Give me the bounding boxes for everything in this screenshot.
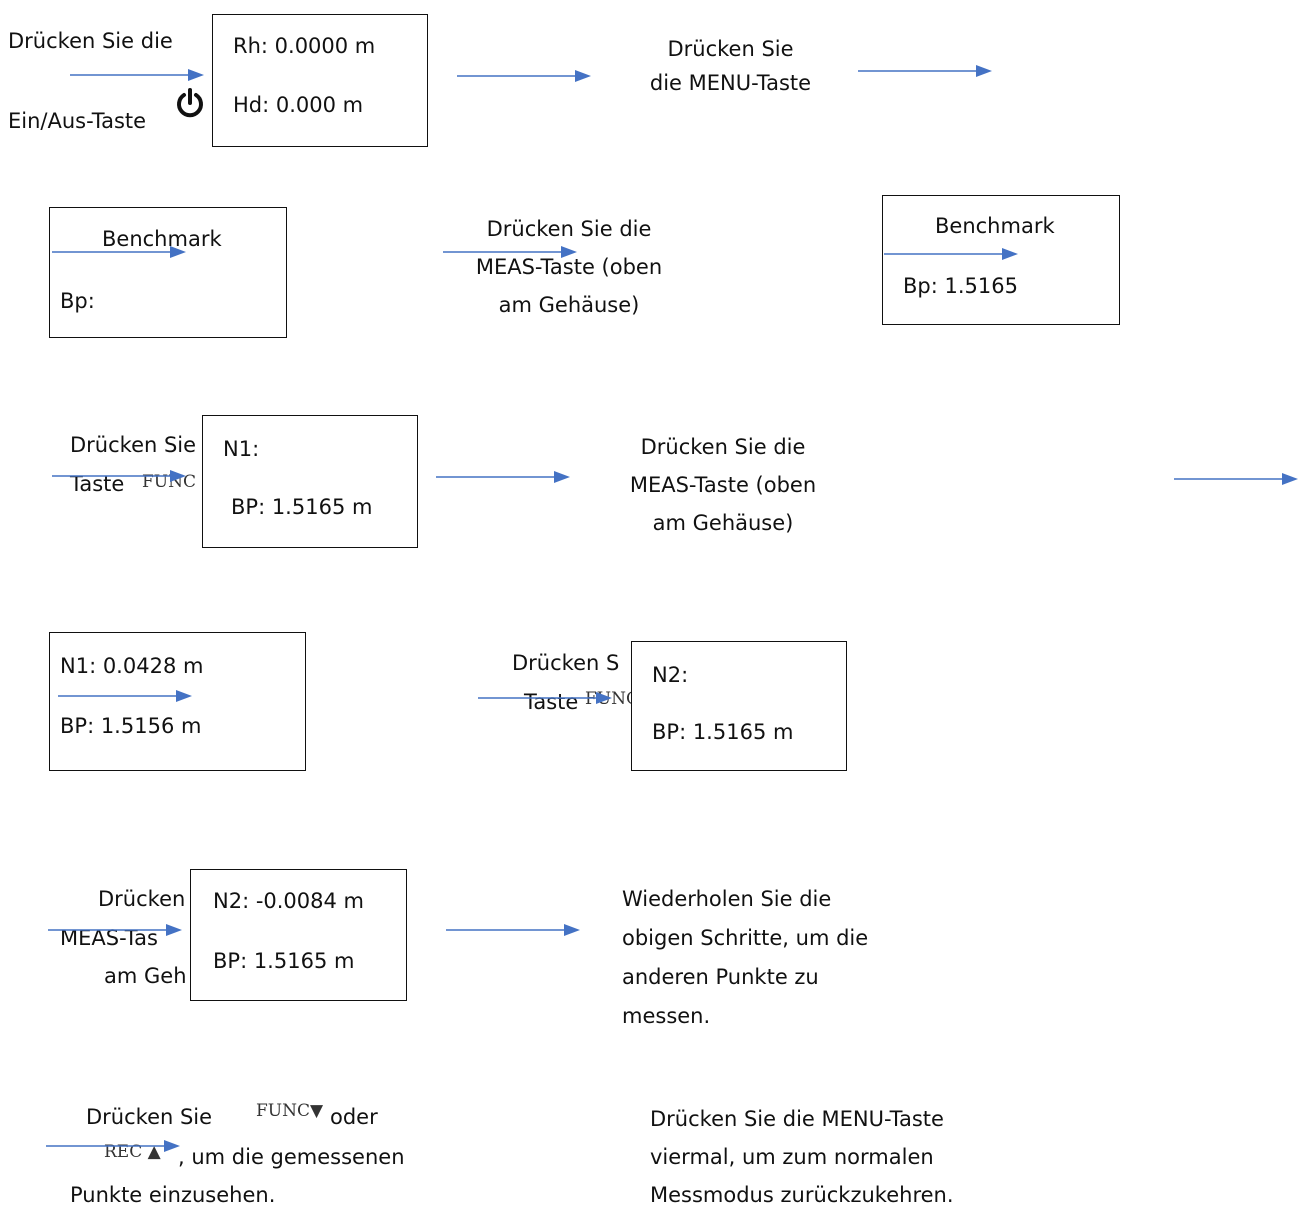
row4-press-line1: Drücken S bbox=[512, 651, 620, 675]
screen-rh: Rh: 0.0000 m bbox=[233, 34, 376, 58]
row3-meas-line3: am Gehäuse) bbox=[652, 511, 794, 535]
view-line2-post: , um die gemessenen bbox=[178, 1145, 405, 1169]
arrow-2 bbox=[457, 68, 591, 84]
view-line1-pre: Drücken Sie bbox=[86, 1105, 213, 1129]
arrow-6 bbox=[884, 246, 1018, 262]
row1-menu-line1: Drücken Sie bbox=[667, 37, 794, 61]
screen-n2-empty: N2: BP: 1.5165 m bbox=[631, 641, 847, 771]
screen-n1-bp: BP: 1.5165 m bbox=[231, 495, 373, 519]
row1-press-line2: Ein/Aus-Taste bbox=[8, 109, 147, 133]
screen-n2-reading: N2: -0.0084 m bbox=[213, 889, 365, 913]
arrow-3 bbox=[858, 63, 992, 79]
screen-n1-reading: N1: 0.0428 m bbox=[60, 654, 204, 678]
repeat-line1: Wiederholen Sie die bbox=[622, 887, 832, 911]
arrow-10 bbox=[58, 688, 192, 704]
row2-meas-line1: Drücken Sie die bbox=[486, 217, 652, 241]
row5-press-line3: am Geh bbox=[104, 964, 187, 988]
repeat-line3: anderen Punkte zu bbox=[622, 965, 819, 989]
row3-meas-line1: Drücken Sie die bbox=[640, 435, 806, 459]
screen-benchmark-empty: Benchmark Bp: bbox=[49, 207, 287, 338]
arrow-1 bbox=[70, 67, 204, 83]
row4-press-line2: Taste bbox=[524, 690, 579, 714]
screen-n2-label: N2: bbox=[652, 663, 689, 687]
view-line3: Punkte einzusehen. bbox=[70, 1183, 276, 1207]
arrow-9 bbox=[1174, 471, 1298, 487]
arrow-14 bbox=[46, 1138, 180, 1154]
screen-benchmark-title: Benchmark bbox=[102, 227, 222, 251]
arrow-11 bbox=[478, 690, 612, 706]
screen-n1-bp-2: BP: 1.5156 m bbox=[60, 714, 202, 738]
rec-up-key-icon: REC ▲ bbox=[104, 1142, 161, 1162]
menu-return-line2: viermal, um zum normalen bbox=[650, 1145, 934, 1169]
screen-rh-hd: Rh: 0.0000 m Hd: 0.000 m bbox=[212, 14, 428, 147]
screen-n2-bp: BP: 1.5165 m bbox=[652, 720, 794, 744]
row2-meas-line2: MEAS-Taste (oben bbox=[475, 255, 663, 279]
screen-hd: Hd: 0.000 m bbox=[233, 93, 364, 117]
arrow-12 bbox=[48, 922, 182, 938]
screen-n1-label: N1: bbox=[223, 437, 260, 461]
screen-benchmark-value: Benchmark Bp: 1.5165 bbox=[882, 195, 1120, 325]
row3-press-line1: Drücken Sie bbox=[70, 433, 197, 457]
arrow-4 bbox=[52, 244, 186, 260]
row1-press-line1: Drücken Sie die bbox=[8, 29, 173, 53]
screen-n1-empty: N1: BP: 1.5165 m bbox=[202, 415, 418, 548]
row5-press-line1: Drücken bbox=[98, 887, 186, 911]
arrow-8 bbox=[436, 469, 570, 485]
row2-meas-line3: am Gehäuse) bbox=[498, 293, 640, 317]
repeat-line4: messen. bbox=[622, 1004, 711, 1028]
screen-n2-value: N2: -0.0084 m BP: 1.5165 m bbox=[190, 869, 407, 1001]
arrow-5 bbox=[443, 244, 577, 260]
screen-bp-empty: Bp: bbox=[60, 289, 95, 313]
menu-return-line3: Messmodus zurückzukehren. bbox=[650, 1183, 954, 1207]
screen-n1-value: N1: 0.0428 m BP: 1.5156 m bbox=[49, 632, 306, 771]
row1-menu-line2: die MENU-Taste bbox=[649, 71, 812, 95]
screen-n2-bp-2: BP: 1.5165 m bbox=[213, 949, 355, 973]
repeat-line2: obigen Schritte, um die bbox=[622, 926, 869, 950]
menu-return-line1: Drücken Sie die MENU-Taste bbox=[650, 1107, 944, 1131]
view-line1-post: oder bbox=[330, 1105, 378, 1129]
arrow-7 bbox=[52, 468, 186, 484]
arrow-13 bbox=[446, 922, 580, 938]
row3-meas-line2: MEAS-Taste (oben bbox=[629, 473, 817, 497]
screen-benchmark-title-2: Benchmark bbox=[935, 214, 1055, 238]
func-down-key-icon: FUNC▼ bbox=[256, 1101, 324, 1121]
screen-bp-value: Bp: 1.5165 bbox=[903, 274, 1018, 298]
power-icon bbox=[173, 86, 207, 124]
